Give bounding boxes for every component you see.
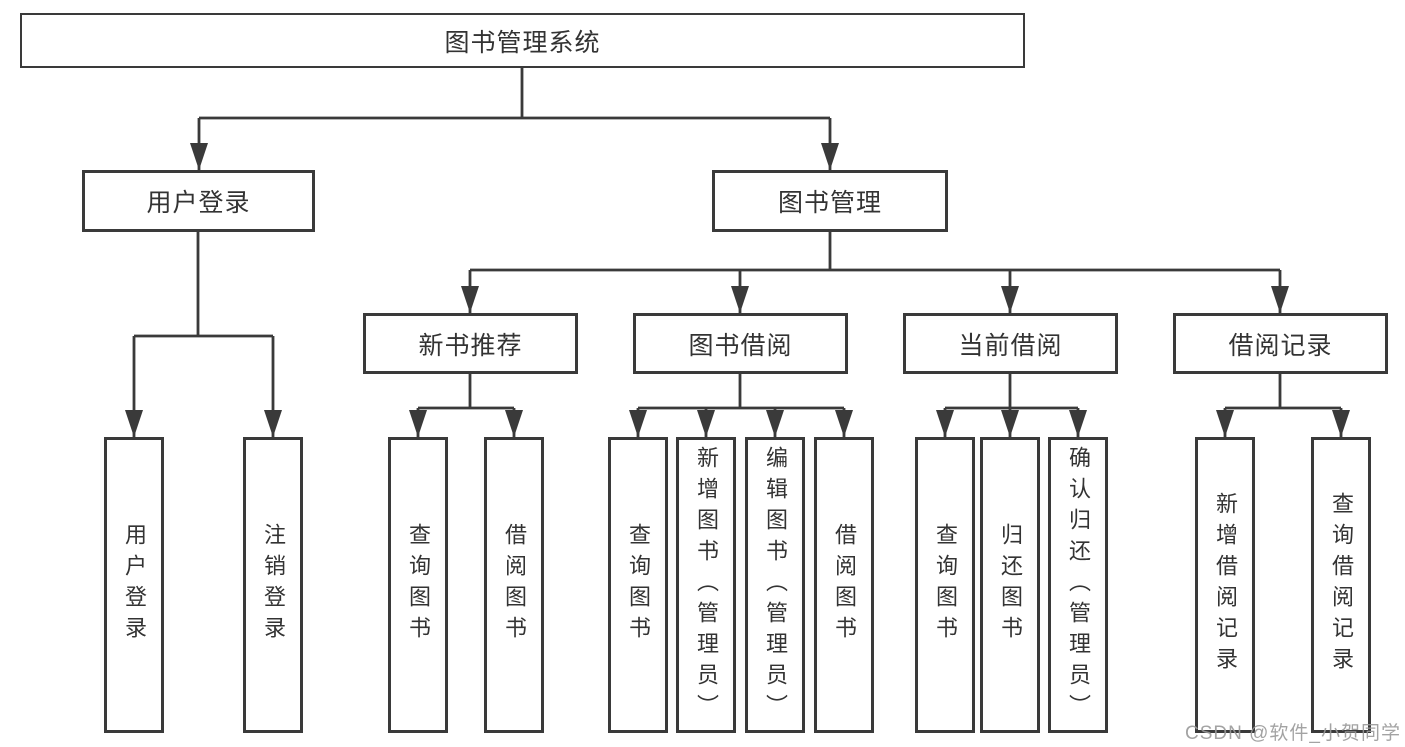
leaf-query-borrow-record: 查询借阅记录 bbox=[1311, 437, 1371, 733]
leaf-query-books-recommend: 查询图书 bbox=[388, 437, 448, 733]
connector-root-to-level2 bbox=[197, 68, 832, 170]
leaf-return-books: 归还图书 bbox=[980, 437, 1040, 733]
arrow-down-icon bbox=[1332, 410, 1350, 437]
node-root: 图书管理系统 bbox=[20, 13, 1025, 68]
arrow-down-icon bbox=[936, 410, 954, 437]
node-user-login: 用户登录 bbox=[82, 170, 315, 232]
arrow-down-icon bbox=[461, 286, 479, 313]
node-label: 归还图书 bbox=[998, 523, 1023, 647]
connector-borrow-records-to-leaves bbox=[1223, 374, 1343, 437]
leaf-query-books-borrow: 查询图书 bbox=[608, 437, 668, 733]
arrow-down-icon bbox=[1216, 410, 1234, 437]
leaf-borrow-books: 借阅图书 bbox=[814, 437, 874, 733]
arrow-down-icon bbox=[821, 143, 839, 170]
node-label: 用户登录 bbox=[122, 523, 147, 647]
connector-user-login-to-leaves bbox=[132, 232, 275, 437]
node-label: 图书管理 bbox=[777, 189, 882, 217]
node-label: 借阅图书 bbox=[502, 523, 527, 647]
arrow-down-icon bbox=[1271, 286, 1289, 313]
leaf-query-books-current: 查询图书 bbox=[915, 437, 975, 733]
node-borrow-records: 借阅记录 bbox=[1173, 313, 1388, 374]
node-label: 借阅图书 bbox=[832, 523, 857, 647]
arrow-down-icon bbox=[766, 410, 784, 437]
leaf-logout: 注销登录 bbox=[243, 437, 303, 733]
node-label: 图书借阅 bbox=[688, 331, 793, 360]
node-label: 查询图书 bbox=[626, 523, 651, 647]
node-label: 新书推荐 bbox=[418, 331, 523, 360]
connector-lines bbox=[132, 68, 1343, 437]
leaf-add-borrow-record: 新增借阅记录 bbox=[1195, 437, 1255, 733]
leaf-confirm-return-admin: 确认归还（管理员） bbox=[1048, 437, 1108, 733]
arrow-down-icon bbox=[190, 143, 208, 170]
node-label: 新增图书（管理员） bbox=[694, 445, 719, 725]
node-label: 注销登录 bbox=[261, 523, 286, 647]
arrow-down-icon bbox=[264, 410, 282, 437]
node-label: 用户登录 bbox=[146, 189, 251, 217]
node-label: 查询图书 bbox=[933, 523, 958, 647]
arrow-down-icon bbox=[629, 410, 647, 437]
connector-book-management-to-level3 bbox=[468, 232, 1282, 313]
node-book-borrow: 图书借阅 bbox=[633, 313, 848, 374]
arrow-down-icon bbox=[697, 410, 715, 437]
connector-book-borrow-to-leaves bbox=[636, 374, 846, 437]
node-current-borrow: 当前借阅 bbox=[903, 313, 1118, 374]
node-book-management: 图书管理 bbox=[712, 170, 948, 232]
node-label: 借阅记录 bbox=[1228, 331, 1333, 360]
leaf-add-book-admin: 新增图书（管理员） bbox=[676, 437, 736, 733]
arrowhead-icons bbox=[125, 143, 1350, 437]
watermark: CSDN @软件_小贺同学 bbox=[1185, 723, 1401, 744]
leaf-borrow-books-recommend: 借阅图书 bbox=[484, 437, 544, 733]
node-label: 查询图书 bbox=[406, 523, 431, 647]
node-label: 新增借阅记录 bbox=[1213, 492, 1238, 678]
leaf-user-login: 用户登录 bbox=[104, 437, 164, 733]
arrow-down-icon bbox=[505, 410, 523, 437]
arrow-down-icon bbox=[731, 286, 749, 313]
node-label: 图书管理系统 bbox=[444, 28, 601, 57]
leaf-edit-book-admin: 编辑图书（管理员） bbox=[745, 437, 805, 733]
arrow-down-icon bbox=[409, 410, 427, 437]
node-label: 确认归还（管理员） bbox=[1066, 445, 1091, 725]
node-label: 当前借阅 bbox=[958, 331, 1063, 360]
arrow-down-icon bbox=[125, 410, 143, 437]
node-new-book-recommend: 新书推荐 bbox=[363, 313, 578, 374]
arrow-down-icon bbox=[1069, 410, 1087, 437]
arrow-down-icon bbox=[1001, 410, 1019, 437]
node-label: 编辑图书（管理员） bbox=[763, 445, 788, 725]
arrow-down-icon bbox=[1001, 286, 1019, 313]
node-label: 查询借阅记录 bbox=[1329, 492, 1354, 678]
arrow-down-icon bbox=[835, 410, 853, 437]
connector-new-book-recommend-to-leaves bbox=[416, 374, 516, 437]
